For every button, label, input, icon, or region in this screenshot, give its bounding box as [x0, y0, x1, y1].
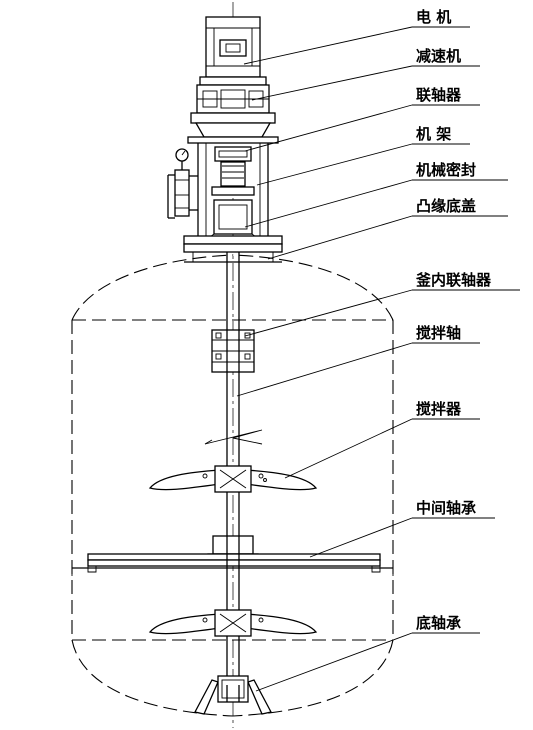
label-coupling: 联轴器 — [416, 86, 462, 104]
pressure-gauge-icon — [175, 148, 189, 162]
flange-cover — [183, 235, 283, 263]
label-flange-cover: 凸缘底盖 — [416, 197, 476, 215]
label-agitator-shaft: 搅拌轴 — [416, 324, 461, 342]
lower-agitator — [148, 609, 318, 637]
label-middle-bearing: 中间轴承 — [416, 499, 476, 517]
label-motor: 电 机 — [416, 8, 451, 26]
bottom-bearing — [194, 675, 272, 715]
label-reducer: 减速机 — [416, 47, 461, 65]
middle-bearing — [71, 535, 394, 576]
frame — [187, 122, 279, 241]
label-mechanical-seal: 机械密封 — [416, 161, 476, 179]
reducer — [190, 84, 276, 124]
upper-agitator — [148, 465, 318, 493]
label-inner-coupling: 釜内联轴器 — [415, 271, 492, 289]
label-bottom-bearing: 底轴承 — [416, 614, 461, 632]
motor — [199, 16, 267, 86]
break-line — [204, 429, 263, 445]
label-agitator: 搅拌器 — [416, 400, 462, 418]
label-frame: 机 架 — [416, 125, 451, 143]
seal-oil-system — [167, 160, 198, 219]
leader-lines — [236, 26, 520, 692]
inner-coupling — [211, 329, 255, 373]
